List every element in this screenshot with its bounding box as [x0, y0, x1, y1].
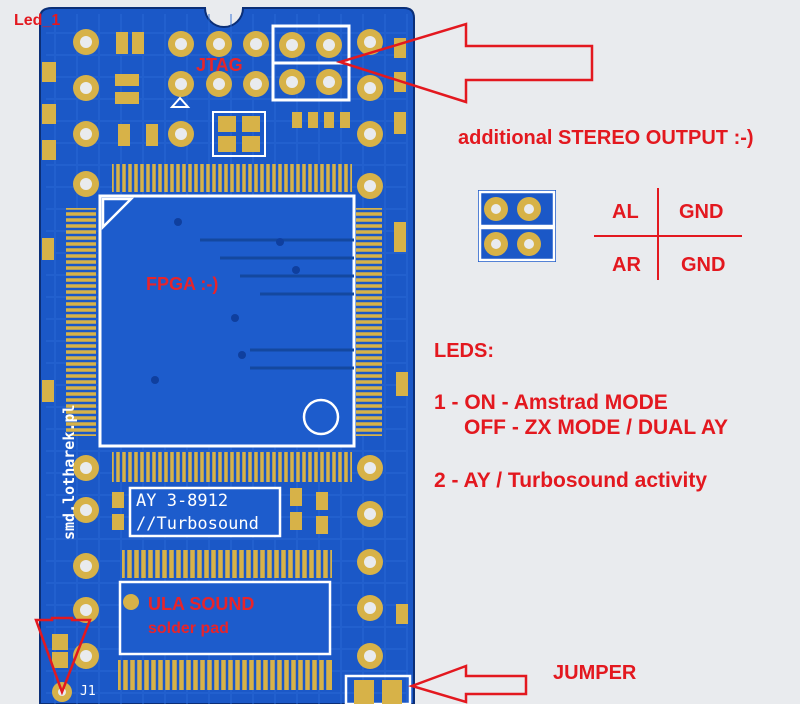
led1-off-description: OFF - ZX MODE / DUAL AY [464, 416, 729, 439]
j1-label: J1 [80, 684, 96, 699]
ay-chip-label-line2: //Turbosound [136, 514, 259, 534]
jumper-label: JUMPER [553, 662, 637, 684]
fpga-top-pins [112, 164, 352, 192]
led1-on-description: 1 - ON - Amstrad MODE [434, 391, 668, 414]
jtag-arrow [335, 22, 594, 104]
ula-sound-label: ULA SOUND [148, 594, 255, 614]
jumper-arrow [408, 664, 528, 704]
led-1-label: Led_1 [14, 12, 61, 29]
left-pad-column [42, 104, 99, 702]
top-pad-row [73, 29, 406, 58]
gnd-bottom-label: GND [681, 254, 726, 276]
second-pad-row [42, 62, 406, 108]
stereo-output-header [478, 190, 556, 262]
led2-description: 2 - AY / Turbosound activity [434, 469, 708, 492]
third-pad-row [73, 111, 406, 157]
right-pad-column [357, 173, 408, 669]
fpga-chip [98, 194, 356, 448]
fpga-label: FPGA :-) [146, 274, 219, 294]
ar-label: AR [612, 254, 641, 276]
gnd-top-label: GND [679, 201, 724, 223]
jtag-label: JTAG [196, 55, 243, 75]
fpga-bottom-pins [112, 452, 352, 482]
leds-title: LEDS: [434, 340, 494, 362]
fpga-left-pins [66, 208, 96, 436]
stereo-output-title: additional STEREO OUTPUT :-) [458, 127, 754, 149]
al-label: AL [612, 201, 639, 223]
fpga-right-pins [356, 208, 382, 436]
ay-chip-label-line1: AY 3-8912 [136, 491, 229, 511]
solder-pad-label: solder pad [148, 620, 229, 637]
jtag-header [271, 24, 351, 102]
lower-pin-strip [118, 550, 332, 690]
pinout-cross [594, 188, 742, 280]
jumper-pads [344, 674, 412, 704]
brand-vertical-label: smd.lotharek.pl [60, 404, 78, 540]
j1-arrow [34, 616, 92, 696]
ay-chip-area [112, 486, 328, 538]
